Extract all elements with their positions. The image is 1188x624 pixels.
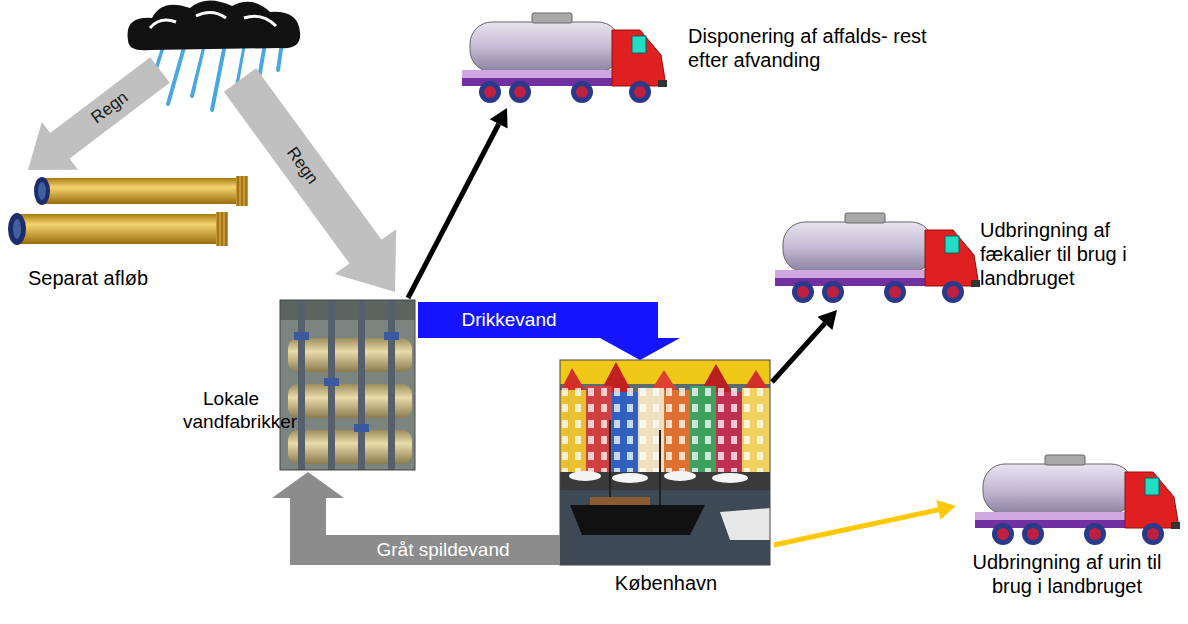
node-label: Lokale vandfabrikker <box>183 388 279 434</box>
flow-arrow <box>408 108 508 298</box>
block-arrow-shape <box>418 302 680 360</box>
truck-node: Udbringning af fækalier til brug i landb… <box>772 210 1172 310</box>
pipe-node: Separat afløb <box>8 172 255 298</box>
truck-node: Disponering af affalds- rest efter afvan… <box>462 8 962 108</box>
arrow-line <box>408 124 499 298</box>
factory-node: Lokale vandfabrikker <box>183 298 418 472</box>
arrow-head <box>490 108 508 129</box>
arrow-head <box>936 500 956 520</box>
city-node: København <box>560 360 774 605</box>
block-arrow <box>418 302 680 360</box>
flow-label: Regn <box>282 144 321 188</box>
node-label: Udbringning af urin til brug i landbruge… <box>952 550 1182 598</box>
pipes-illustration <box>8 176 248 246</box>
flow-arrow <box>774 500 956 545</box>
node-label: Separat afløb <box>28 266 228 290</box>
flow-label: Regn <box>88 88 132 127</box>
edge-label: Drikkevand <box>457 309 560 331</box>
truck-node: Udbringning af urin til brug i landbruge… <box>952 450 1184 616</box>
arrow-line <box>772 323 825 382</box>
flow-arrow <box>772 310 837 382</box>
node-label: København <box>560 571 772 595</box>
arrow-line <box>774 510 938 545</box>
rain-arrow <box>28 57 170 170</box>
factory-photo <box>280 300 415 470</box>
node-label: Disponering af affalds- rest efter afvan… <box>688 24 954 72</box>
tanker-truck <box>462 13 667 103</box>
arrow-head <box>818 310 838 330</box>
block-arrow <box>272 472 560 565</box>
node-label: Udbringning af fækalier til brug i landb… <box>980 218 1168 290</box>
tanker-truck <box>975 455 1180 545</box>
copenhagen-photo <box>560 360 770 565</box>
tanker-truck <box>775 213 980 303</box>
edge-label: Gråt spildevand <box>372 539 513 561</box>
rain-arrow <box>224 68 396 292</box>
block-arrow-shape <box>272 472 560 565</box>
